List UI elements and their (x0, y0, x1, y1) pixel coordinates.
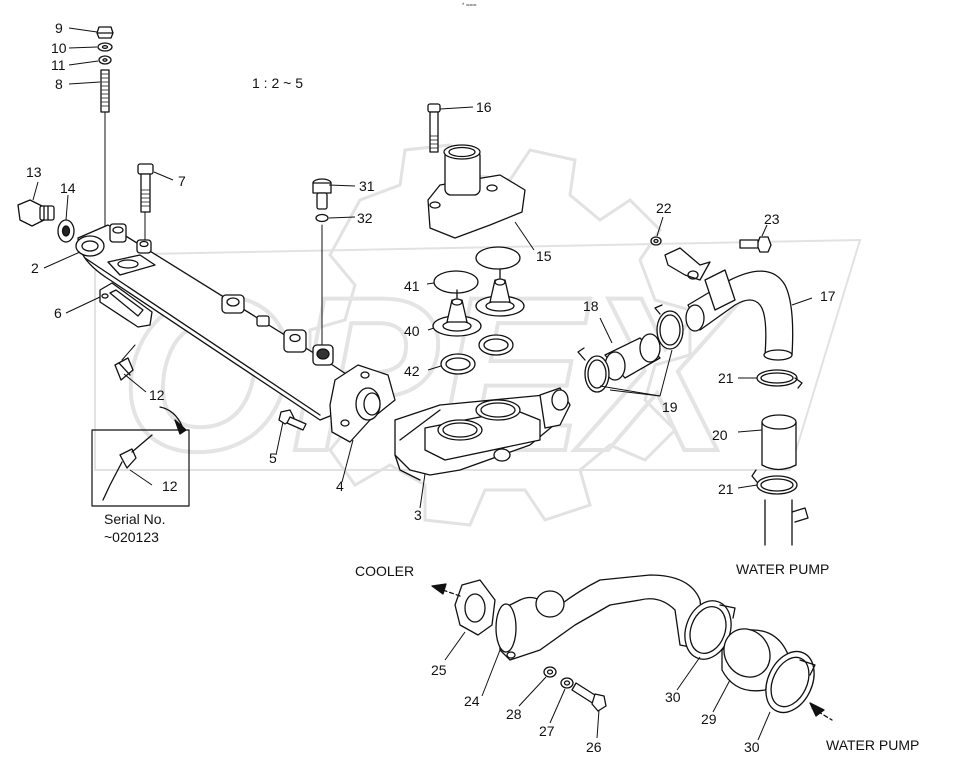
callout-18: 18 (583, 298, 599, 314)
callout-32: 32 (357, 210, 373, 226)
callout-31: 31 (359, 178, 375, 194)
callout-7: 7 (178, 173, 186, 189)
sensor-12 (114, 357, 134, 381)
gasket-6 (99, 282, 153, 328)
clamp-19a (577, 347, 610, 393)
hose-20 (761, 414, 797, 471)
gasket-25 (454, 579, 496, 636)
clamp-21a (756, 369, 803, 389)
callout-2: 2 (31, 260, 39, 276)
callout-40: 40 (404, 323, 420, 339)
washer-27 (560, 677, 574, 689)
gasket-41 (433, 270, 479, 294)
callout-14: 14 (60, 180, 76, 196)
clamp-19b (654, 304, 684, 350)
scale-label: 1 : 2 ~ 5 (252, 75, 303, 91)
callout-27: 27 (539, 723, 555, 739)
arrow-cooler (431, 583, 461, 597)
oring-32 (315, 213, 329, 223)
callout-25: 25 (431, 662, 447, 678)
corner-mark: * === (462, 3, 477, 9)
gasket-41b (475, 246, 521, 270)
thermostat-40a (432, 289, 482, 337)
bolt-7 (137, 163, 154, 245)
bolt-16 (427, 103, 441, 153)
callout-28: 28 (506, 706, 522, 722)
callout-42: 42 (404, 363, 420, 379)
callout-23: 23 (764, 211, 780, 227)
washer-10 (97, 42, 113, 52)
serial-line1: Serial No. (104, 511, 166, 527)
thermostat-40b (475, 269, 525, 317)
callout-24: 24 (464, 693, 480, 709)
label-cooler: COOLER (355, 563, 415, 579)
bolt-5 (278, 409, 307, 431)
housing-3 (394, 387, 571, 481)
callout-16: 16 (476, 99, 492, 115)
callout-30b: 30 (744, 739, 760, 755)
callout-12a: 12 (149, 387, 165, 403)
leader-lines (32, 27, 813, 741)
clamp-30b (765, 650, 816, 714)
pipe-24 (495, 574, 706, 661)
callout-26: 26 (586, 739, 602, 755)
callout-11: 11 (51, 57, 66, 73)
clamp-30a (684, 600, 736, 660)
callout-8: 8 (55, 76, 63, 92)
label-water-pump-upper: WATER PUMP (736, 561, 830, 577)
washer-11 (98, 55, 112, 65)
callout-4: 4 (336, 478, 344, 494)
callout-17: 17 (820, 288, 836, 304)
callout-21a: 21 (718, 370, 734, 386)
flange-4 (329, 364, 396, 443)
callout-21b: 21 (718, 481, 734, 497)
callout-22: 22 (656, 200, 672, 216)
label-water-pump-lower: WATER PUMP (826, 737, 920, 753)
bolt-26 (571, 682, 607, 712)
callout-5: 5 (269, 450, 277, 466)
callout-6: 6 (54, 305, 62, 321)
callout-29: 29 (701, 711, 717, 727)
callout-9: 9 (55, 20, 63, 36)
bolt-23 (739, 236, 772, 253)
callout-13: 13 (26, 164, 42, 180)
callout-41: 41 (404, 278, 420, 294)
washer-14 (57, 219, 75, 243)
manifold-2 (75, 223, 353, 421)
stud-8 (100, 69, 110, 229)
washer-28 (543, 666, 557, 678)
serial-line2: ~020123 (104, 529, 159, 545)
callout-30a: 30 (665, 689, 681, 705)
bracket-22 (650, 236, 711, 281)
clamp-21b (751, 469, 798, 495)
inset-box (91, 406, 190, 507)
callout-19: 19 (662, 399, 678, 415)
callout-15: 15 (536, 248, 552, 264)
callout-12b: 12 (162, 478, 178, 494)
cover-15 (427, 144, 526, 239)
arrow-water-pump-lower (809, 702, 833, 721)
parts (17, 26, 833, 721)
gasket-42 (440, 334, 514, 375)
callout-10: 10 (51, 40, 67, 56)
bolt-31 (312, 178, 332, 346)
hose-18 (604, 333, 661, 381)
callout-3: 3 (414, 507, 422, 523)
callout-20: 20 (712, 427, 728, 443)
plug-13 (17, 199, 55, 227)
water-pump-stub (764, 499, 809, 546)
nut-9 (96, 26, 114, 39)
